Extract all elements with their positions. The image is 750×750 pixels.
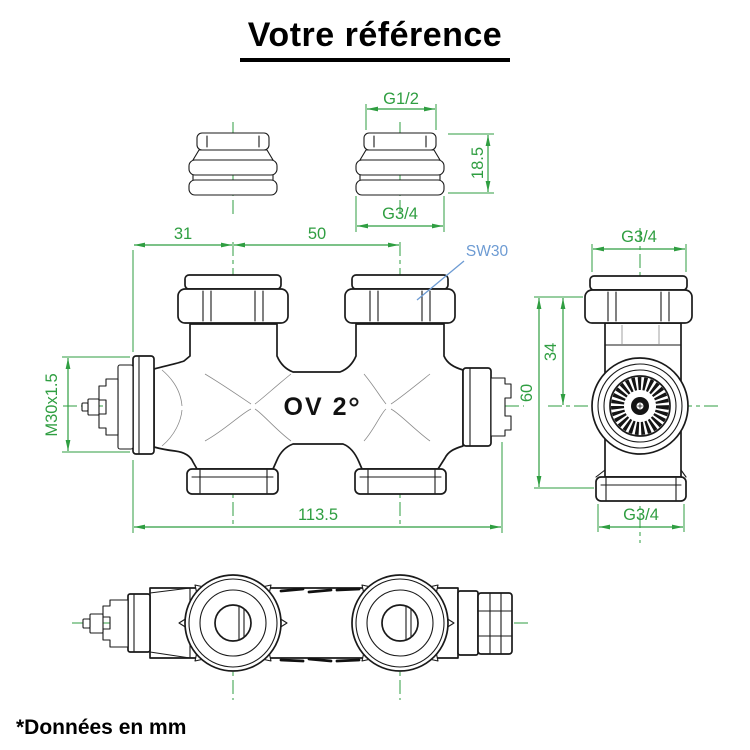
dim-overall-length: 113.5: [132, 442, 503, 533]
page-title: Votre référence: [0, 16, 750, 62]
dimensions: G1/2 18.5 G3/4 31 50 SW30 M30x1.5: [43, 90, 687, 533]
outlet-thread-right: [490, 377, 512, 437]
adapter-ring: [188, 159, 278, 176]
dim-adapter-top-thread: G1/2: [365, 90, 437, 130]
bottom-outlet-flange: [457, 590, 479, 656]
view-adapters: [188, 132, 445, 196]
dim-label: M30x1.5: [43, 373, 61, 436]
dim-side-bottom-thread: G3/4: [597, 504, 685, 532]
adapter-ring: [355, 179, 445, 196]
bottom-port-left: [178, 574, 288, 672]
valve-insert-stem: [87, 398, 100, 416]
adapter-left: [188, 132, 278, 196]
valve-insert-flange: [132, 355, 155, 455]
casting-marks: [279, 587, 361, 663]
view-side: [584, 275, 693, 502]
dim-overall-height: 60: [518, 296, 594, 489]
adapter-shoulder: [359, 149, 441, 161]
dim-side-top-thread: G3/4: [591, 228, 687, 272]
side-tailpiece: [595, 476, 687, 502]
view-front: OV 2: [81, 274, 512, 495]
bottom-spout-left: [186, 468, 279, 495]
dim-adapter-bottom-thread: G3/4: [355, 196, 445, 232]
adapter-ring: [188, 179, 278, 196]
units-footnote: *Données en mm: [16, 716, 187, 739]
dim-label: G1/2: [383, 90, 419, 108]
dim-label: 34: [542, 343, 560, 361]
valve-insert-thread: [98, 378, 119, 436]
dim-center-spacing: 50: [234, 225, 399, 248]
page-title-text: Votre référence: [239, 16, 511, 62]
adapter-cap: [196, 132, 270, 151]
callout-label: SW30: [466, 243, 509, 260]
outlet-flange-right: [462, 367, 492, 447]
valve-body-outline: [153, 323, 464, 470]
union-nut-hex: [177, 288, 289, 324]
dim-label: G3/4: [382, 205, 418, 223]
flow-guide-lines: [161, 369, 431, 447]
union-nut-cap: [184, 274, 282, 290]
bottom-spout-right: [354, 468, 447, 495]
bottom-insert: [82, 593, 151, 653]
union-nut-right: [344, 274, 456, 324]
bottom-outlet-hex: [477, 592, 513, 655]
dim-label: G3/4: [623, 506, 659, 524]
dim-label: 50: [308, 225, 326, 243]
side-union-nut-hex: [584, 289, 693, 324]
dim-label: G3/4: [621, 228, 657, 246]
dim-valve-thread: M30x1.5: [43, 356, 130, 453]
degree-mark-icon: [349, 397, 359, 407]
adapter-right: [355, 132, 445, 196]
union-nut-left: [177, 274, 289, 324]
dim-label: 31: [174, 225, 192, 243]
dim-label: 113.5: [298, 506, 338, 524]
dim-offset-left: 31: [132, 225, 232, 352]
union-nut-hex: [344, 288, 456, 324]
side-valve-face: [591, 357, 689, 455]
dim-axis-height: 34: [542, 298, 566, 405]
side-union-nut-cap: [589, 275, 688, 291]
adapter-ring: [355, 159, 445, 176]
bottom-port-right: [351, 574, 455, 672]
valve-insert-ring: [117, 364, 134, 450]
valve-insert-tip: [81, 402, 89, 412]
product-label: OV 2: [284, 393, 349, 421]
callout-wrench-size: SW30: [416, 243, 509, 301]
knurled-ring: [611, 377, 669, 435]
adapter-cap: [363, 132, 437, 151]
dim-adapter-height: 18.5: [448, 133, 494, 194]
view-bottom: [82, 574, 513, 672]
adapter-shoulder: [192, 149, 274, 161]
dim-label: 18.5: [469, 147, 487, 179]
dim-label: 60: [518, 384, 536, 402]
